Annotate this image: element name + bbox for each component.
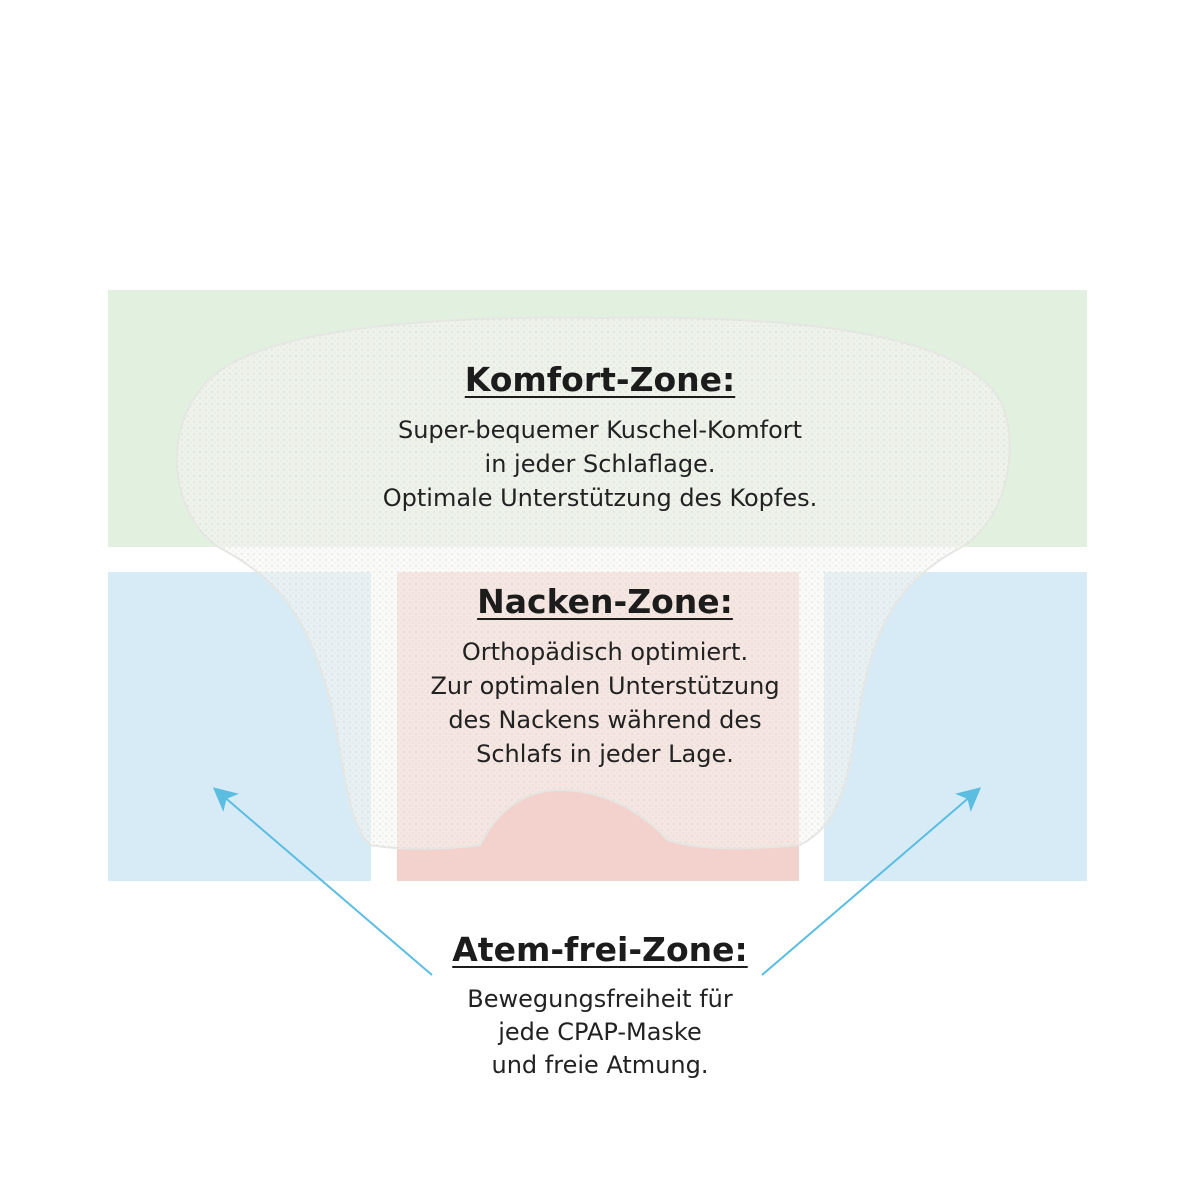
arrow-right [761, 787, 982, 976]
nacken-zone-line: Zur optimalen Unterstützung [430, 672, 780, 700]
pillow-texture [176, 317, 1010, 849]
atem-zone-line: jede CPAP-Maske [498, 1018, 702, 1046]
nacken-zone-title: Nacken-Zone: [477, 582, 733, 621]
nacken-zone-line: Schlafs in jeder Lage. [476, 740, 734, 768]
komfort-zone-label: Komfort-Zone: Super-bequemer Kuschel-Kom… [300, 360, 900, 515]
komfort-zone-line: Optimale Unterstützung des Kopfes. [382, 484, 818, 512]
nacken-zone-line: Orthopädisch optimiert. [461, 638, 749, 666]
komfort-zone-line: Super-bequemer Kuschel-Komfort [397, 416, 803, 444]
nacken-zone-label: Nacken-Zone: Orthopädisch optimiert. Zur… [370, 582, 840, 771]
atem-zone-line: und freie Atmung. [491, 1051, 709, 1079]
atem-zone-label: Atem-frei-Zone: Bewegungsfreiheit für je… [380, 930, 820, 1082]
arrow-left [212, 787, 433, 976]
atem-zone-line: Bewegungsfreiheit für [467, 985, 733, 1013]
komfort-zone-line: in jeder Schlaflage. [484, 450, 716, 478]
komfort-zone-title: Komfort-Zone: [464, 360, 736, 399]
nacken-zone-line: des Nackens während des [448, 706, 762, 734]
atem-zone-title: Atem-frei-Zone: [452, 930, 748, 969]
